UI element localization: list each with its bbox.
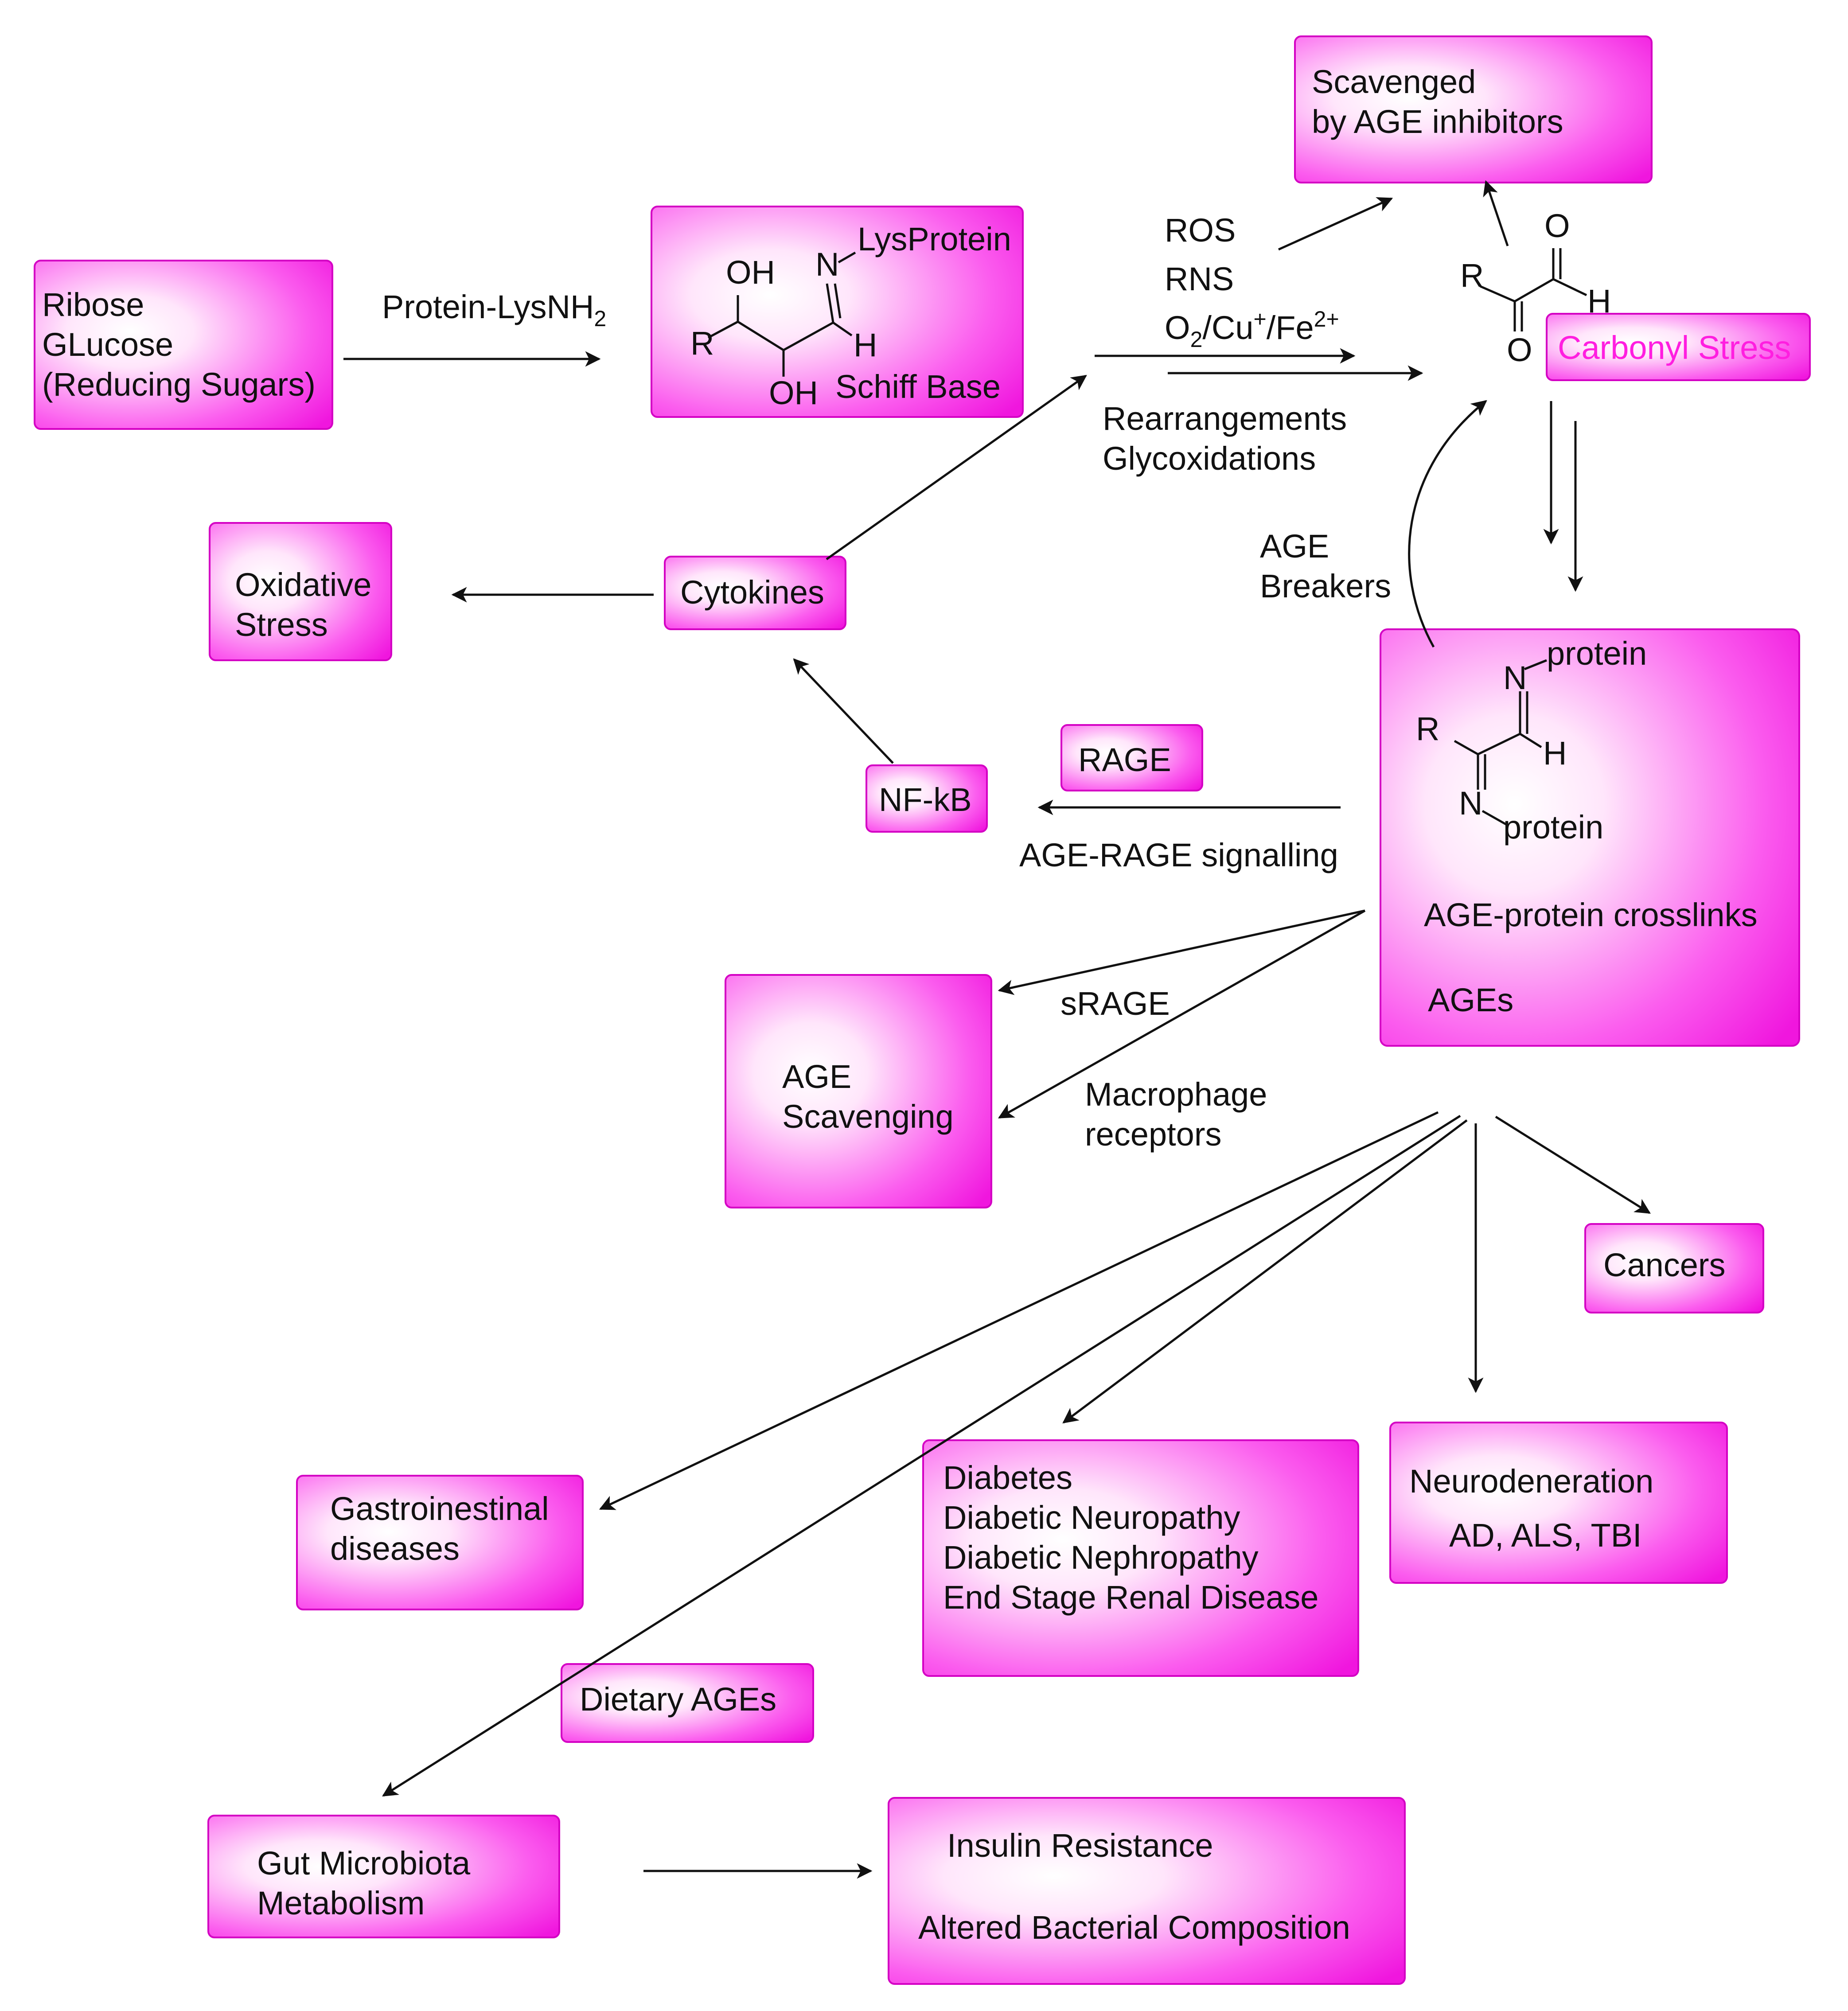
schiff-base-label: Schiff Base [835,368,1001,405]
ages-protein-top: protein [1547,635,1647,672]
altered-bacterial-text: Altered Bacterial Composition [918,1909,1350,1946]
arrow-cytokines-to-schiff [826,374,1087,561]
age-text: AGE [782,1058,851,1095]
ros-label: ROS [1165,212,1236,249]
age-breakers-label-1: AGE [1260,528,1329,565]
scavenged-text: Scavenged [1312,63,1476,100]
ages-n-top: N [1503,659,1527,696]
age-breakers-label-2: Breakers [1260,568,1391,604]
schiff-lysprotein: LysProtein [858,221,1011,257]
dietary-ages-text: Dietary AGEs [580,1681,776,1718]
schiff-base-structure [707,251,856,377]
arrow-carbonyl-to-scavenged [1483,180,1509,246]
glycoxidations-label: Glycoxidations [1103,440,1316,477]
gut-microbiota-text: Gut Microbiota [257,1845,471,1882]
reducing-sugars-text: (Reducing Sugars) [42,366,316,403]
dicarbonyl-o-bottom: O [1507,331,1532,368]
protein-lys-label: Protein-LysNH2 [382,288,606,331]
box-gut-microbiota: Gut Microbiota Metabolism [207,1815,560,1938]
arrow-macrophage [998,909,1366,1119]
cancers-text: Cancers [1603,1247,1726,1283]
arrow-to-gastro [599,1111,1439,1510]
box-carbonyl-stress: Carbonyl Stress [1546,313,1811,381]
schiff-r: R [690,325,714,362]
age-rage-signalling-label: AGE-RAGE signalling [1019,837,1338,873]
ribose-text: Ribose [42,286,144,323]
age-crosslinks-text: AGE-protein crosslinks [1424,896,1758,933]
oxidants-label: O2/Cu+/Fe2+ [1165,307,1339,352]
cytokines-text: Cytokines [680,574,824,611]
dicarbonyl-h: H [1587,283,1611,320]
arrow-to-cancers [1495,1115,1651,1214]
box-age-scavenging: AGE Scavenging [725,974,992,1208]
box-neuro: Neurodeneration AD, ALS, TBI [1389,1422,1728,1584]
box-reducing-sugars: Ribose GLucose (Reducing Sugars) [34,260,333,430]
macrophage-label: Macrophage [1085,1076,1267,1113]
box-cancers: Cancers [1584,1223,1764,1313]
arrow-ros-to-scavenged [1278,197,1393,251]
glucose-text: GLucose [42,326,173,363]
schiff-oh-bottom: OH [769,374,818,411]
scavenging-text: Scavenging [782,1098,954,1135]
arrows [343,180,1651,1879]
diabetes-text: Diabetes [943,1459,1072,1496]
box-schiff-base: R OH OH N LysProtein H Schiff Base [651,206,1024,418]
gastro-text: Gastroinestinal [330,1490,549,1527]
diabetic-neuropathy-text: Diabetic Neuropathy [943,1499,1240,1536]
dicarbonyl-r: R [1460,257,1484,294]
box-insulin-resistance: Insulin Resistance Altered Bacterial Com… [888,1797,1406,1985]
box-cytokines: Cytokines [664,556,846,630]
ages-n-bottom: N [1459,785,1482,822]
arrow-age-breakers [1408,400,1487,648]
nfkb-text: NF-kB [879,781,972,818]
ages-protein-bottom: protein [1503,809,1603,846]
schiff-h: H [854,327,877,363]
box-rage: RAGE [1060,724,1203,791]
arrow-nfkb-to-cytokines [793,658,894,764]
schiff-n: N [815,246,839,283]
ad-als-tbi-text: AD, ALS, TBI [1449,1517,1642,1554]
rns-label: RNS [1165,261,1234,297]
receptors-label: receptors [1085,1116,1221,1153]
ages-text: AGEs [1428,982,1513,1018]
ages-r: R [1416,710,1439,747]
esrd-text: End Stage Renal Disease [943,1579,1318,1616]
arrow-to-diabetes [1062,1119,1468,1424]
box-scavenged: Scavenged by AGE inhibitors [1294,35,1653,183]
box-oxidative-stress: Oxidative Stress [209,522,392,661]
box-gastro: Gastroinestinal diseases [296,1475,584,1610]
neurodegeneration-text: Neurodeneration [1409,1463,1653,1500]
diseases-text: diseases [330,1530,460,1567]
dicarbonyl-o-top: O [1544,207,1570,244]
dicarbonyl-structure: R O O H [1460,207,1611,368]
oxidative-text: Oxidative [235,566,371,603]
srage-label: sRAGE [1060,985,1170,1022]
box-nfkb: NF-kB [866,764,988,833]
carbonyl-stress-text: Carbonyl Stress [1558,329,1791,366]
schiff-oh-top: OH [726,254,775,291]
arrow-srage [998,909,1365,995]
rage-text: RAGE [1078,741,1171,778]
rearrangements-label: Rearrangements [1103,400,1347,437]
metabolism-text: Metabolism [257,1885,425,1921]
stress-text: Stress [235,606,328,643]
arrow-to-gut [382,1115,1461,1797]
ages-h: H [1543,735,1567,772]
box-diabetes: Diabetes Diabetic Neuropathy Diabetic Ne… [922,1439,1359,1677]
ages-structure [1454,659,1547,826]
diabetic-nephropathy-text: Diabetic Nephropathy [943,1539,1259,1576]
age-inhibitors-text: by AGE inhibitors [1312,103,1563,140]
insulin-resistance-text: Insulin Resistance [947,1827,1213,1864]
box-ages: N protein R H N protein AGE-protein cros… [1380,628,1800,1047]
box-dietary-ages: Dietary AGEs [561,1663,814,1743]
